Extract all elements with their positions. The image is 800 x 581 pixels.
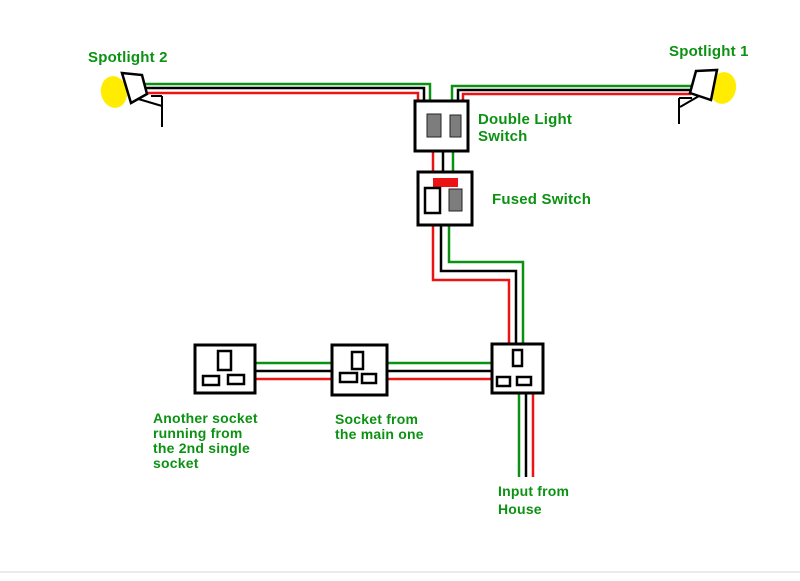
fused-switch — [416, 170, 474, 227]
second-single-socket — [193, 343, 257, 395]
fuse-indicator — [433, 178, 458, 187]
socket-live-slot — [338, 371, 359, 384]
neutral-wire — [439, 225, 518, 344]
earth-wire — [447, 225, 525, 344]
switch-rocker-left — [426, 113, 442, 138]
socket-earth-slot — [350, 350, 365, 371]
wires-switch-to-spotlight1 — [450, 84, 692, 101]
socket-neutral-slot — [360, 372, 378, 385]
second-single-socket-label: Another socket running from the 2nd sing… — [153, 410, 258, 471]
spotlight-1-glow — [709, 72, 737, 104]
neutral-wire — [146, 86, 426, 101]
fuse-carrier — [423, 186, 442, 215]
socket-earth-slot — [216, 349, 233, 372]
wires-main-socket-to-middle-socket — [387, 361, 492, 381]
socket-neutral-slot — [226, 373, 246, 386]
wires-fused-switch-to-main-socket — [431, 225, 525, 344]
fused-switch-rocker — [448, 188, 463, 212]
spotlight-2-figure — [100, 71, 163, 127]
socket-live-slot — [201, 374, 221, 387]
spotlight-1-head — [688, 68, 719, 102]
spotlight-2-head — [120, 71, 149, 105]
socket-neutral-slot — [515, 375, 533, 387]
spotlight-1-figure — [678, 68, 737, 124]
socket-from-main — [330, 343, 389, 397]
spotlight-1-label: Spotlight 1 — [669, 43, 749, 60]
wires-house-input — [517, 393, 535, 477]
socket-earth-slot — [511, 348, 524, 368]
spotlight-2-label: Spotlight 2 — [88, 49, 168, 66]
spotlight-1-bracket-diagonal — [679, 95, 700, 108]
double-light-switch — [413, 99, 470, 153]
fused-switch-label: Fused Switch — [492, 191, 592, 208]
earth-wire — [145, 82, 432, 101]
live-wire — [431, 225, 511, 344]
double-light-switch-label: Double Light Switch — [478, 111, 573, 145]
wires-spotlight2-to-switch — [145, 82, 432, 101]
socket-live-slot — [495, 375, 512, 388]
earth-wire — [450, 84, 692, 101]
neutral-wire — [456, 88, 691, 101]
bottom-edge-artifact — [0, 571, 800, 573]
wires-switch-to-fused-switch — [431, 151, 455, 172]
input-from-house-label: Input from House — [498, 483, 570, 517]
socket-from-main-label: Socket from the main one — [335, 411, 424, 442]
wires-middle-socket-to-left-socket — [255, 361, 332, 381]
live-wire — [461, 92, 691, 101]
switch-rocker-right — [449, 114, 462, 138]
spotlight-2-glow — [100, 76, 128, 108]
main-socket — [490, 342, 545, 395]
live-wire — [147, 91, 420, 101]
